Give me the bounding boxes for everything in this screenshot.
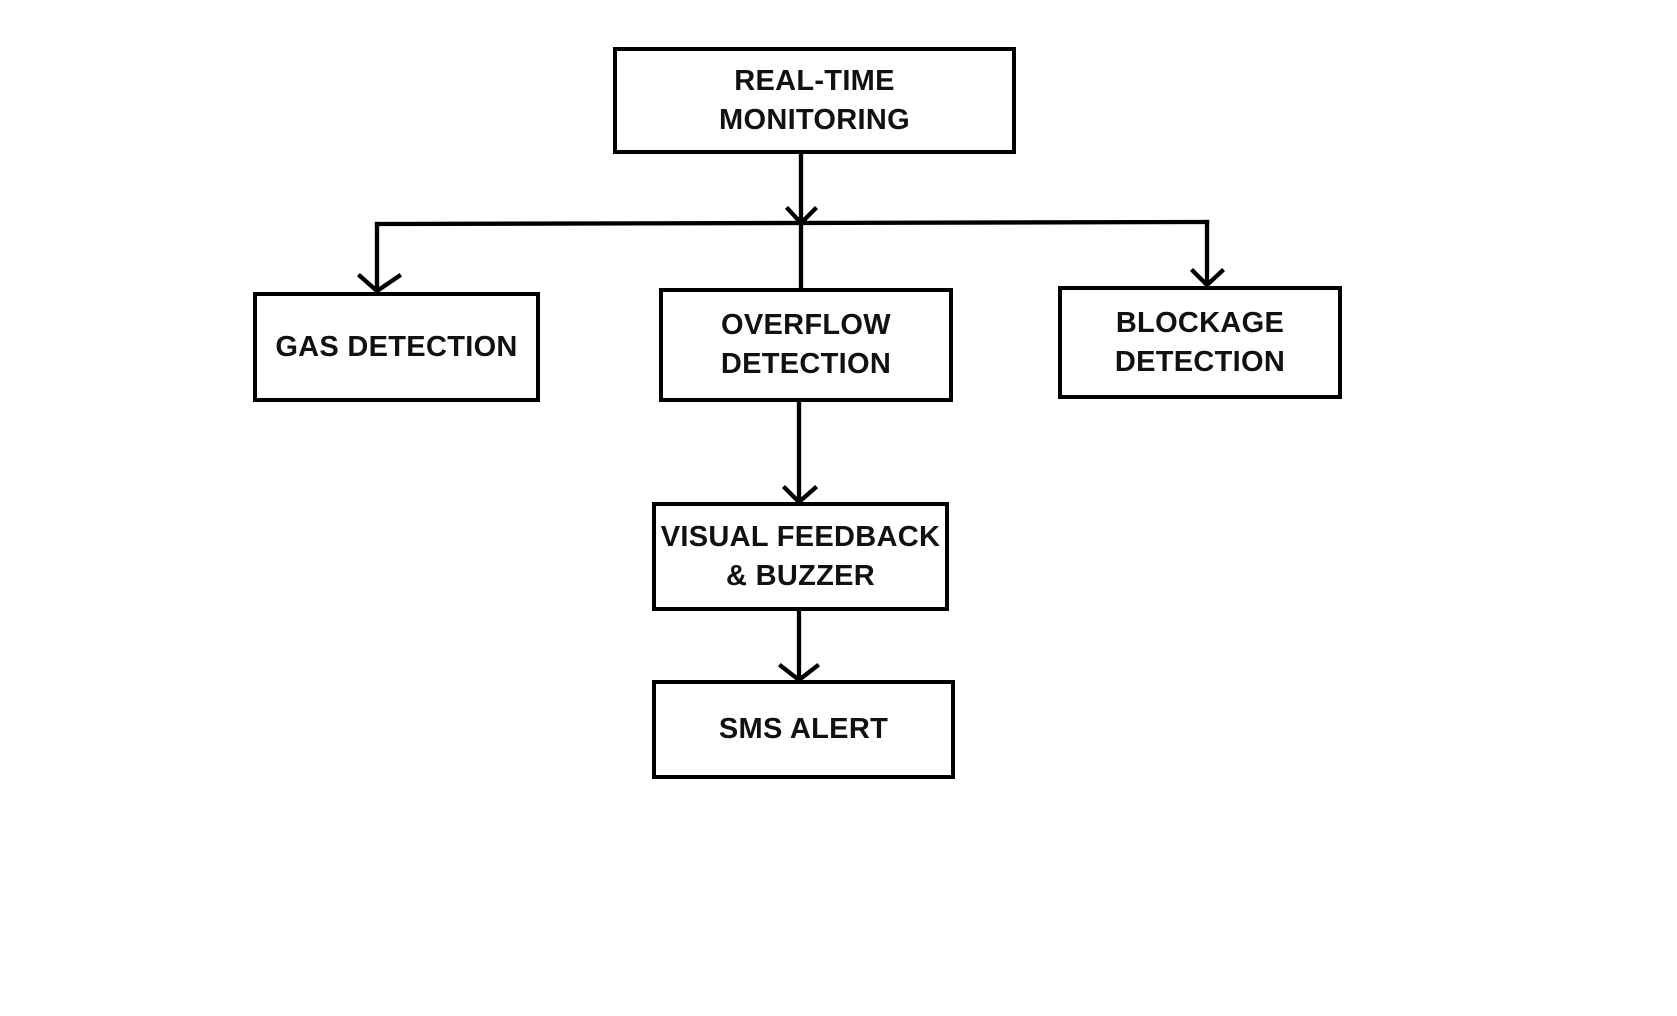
edge-monitoring-blockage-arrowhead bbox=[1189, 267, 1226, 288]
node-label: GAS DETECTION bbox=[275, 328, 517, 367]
node-gas-detection: GAS DETECTION bbox=[253, 292, 540, 402]
node-label-line: REAL-TIME bbox=[734, 64, 895, 97]
node-label: OVERFLOW DETECTION bbox=[721, 306, 891, 384]
node-overflow-detection: OVERFLOW DETECTION bbox=[659, 288, 953, 402]
edge-monitoring-gas-arrowhead bbox=[356, 272, 402, 294]
node-label-line: DETECTION bbox=[720, 348, 892, 380]
node-label-line: & BUZZER bbox=[726, 559, 875, 592]
node-label: VISUAL FEEDBACK & BUZZER bbox=[661, 518, 941, 596]
node-label-line: VISUAL FEEDBACK bbox=[660, 520, 941, 553]
node-label-line: SMS ALERT bbox=[718, 713, 889, 745]
node-visual-feedback-buzzer: VISUAL FEEDBACK & BUZZER bbox=[652, 502, 949, 611]
node-label: SMS ALERT bbox=[719, 710, 888, 749]
node-label: BLOCKAGE DETECTION bbox=[1115, 304, 1285, 382]
node-label: REAL-TIME MONITORING bbox=[719, 62, 910, 140]
node-label-line: BLOCKAGE bbox=[1115, 306, 1285, 339]
node-sms-alert: SMS ALERT bbox=[652, 680, 955, 779]
node-label-line: MONITORING bbox=[719, 103, 910, 136]
node-label-line: OVERFLOW bbox=[721, 309, 891, 341]
node-label-line: GAS DETECTION bbox=[275, 330, 518, 363]
node-label-line: DETECTION bbox=[1114, 345, 1286, 378]
node-real-time-monitoring: REAL-TIME MONITORING bbox=[613, 47, 1016, 154]
edge-branch-bar bbox=[374, 219, 1210, 227]
node-blockage-detection: BLOCKAGE DETECTION bbox=[1058, 286, 1342, 399]
